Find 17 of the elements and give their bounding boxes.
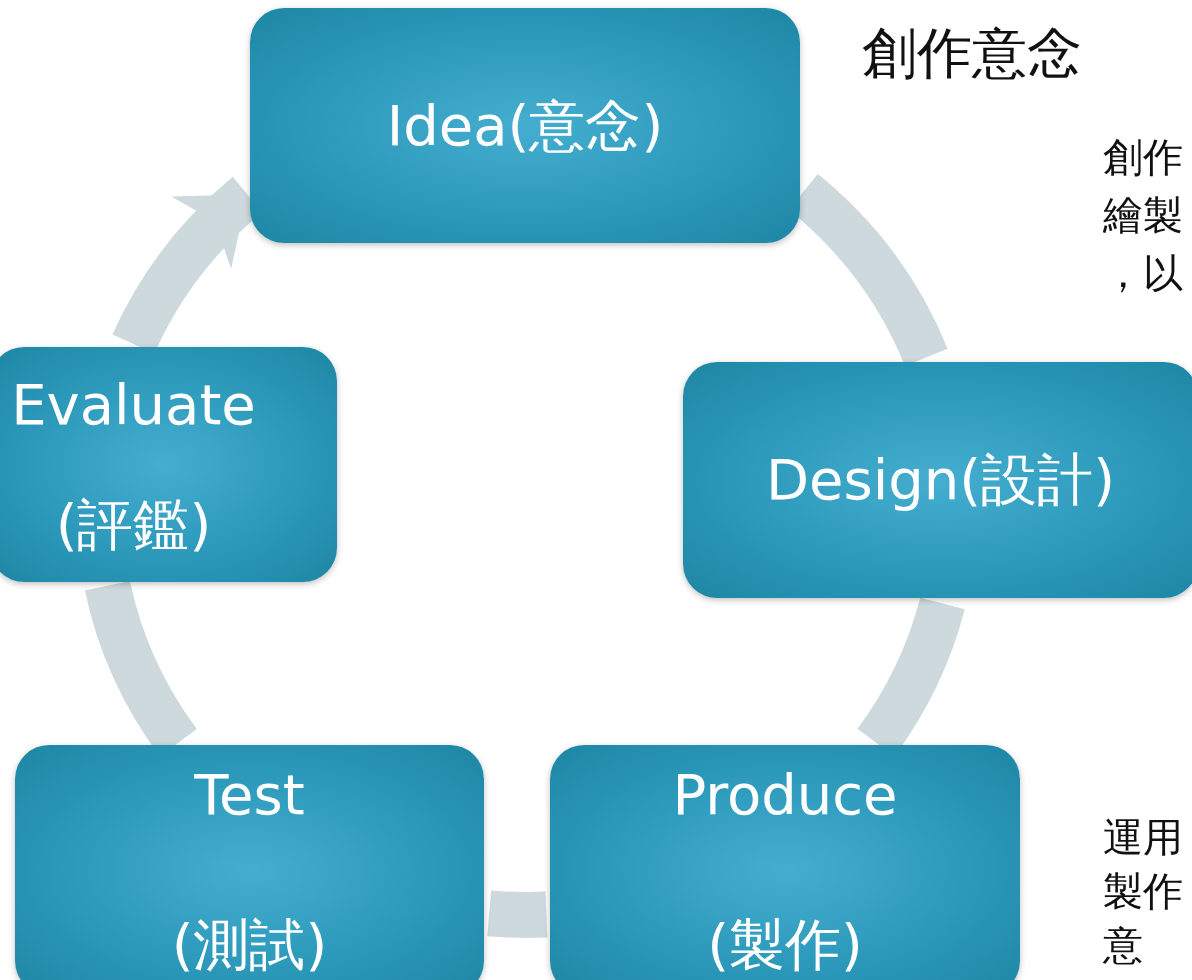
box-label: Design(設計) xyxy=(765,446,1115,514)
note-text: 運用製作意 xyxy=(1103,813,1184,970)
box-label: Evaluate xyxy=(11,370,256,439)
note-text: 創作繪製，以 xyxy=(1103,133,1184,298)
process-box xyxy=(0,347,337,582)
box-label: (評鑑) xyxy=(54,490,213,559)
cycle-band xyxy=(487,890,548,938)
box-label: (測試) xyxy=(171,911,328,979)
box-label: Test xyxy=(193,761,306,829)
process-box xyxy=(683,362,1192,598)
box-label: (製作) xyxy=(706,911,864,979)
process-box xyxy=(15,745,484,980)
box-label: Idea(意念) xyxy=(386,91,664,160)
process-box xyxy=(550,745,1020,980)
box-label: Produce xyxy=(672,761,898,829)
process-box xyxy=(250,8,800,243)
note-text: 創作意念 xyxy=(862,20,1083,86)
